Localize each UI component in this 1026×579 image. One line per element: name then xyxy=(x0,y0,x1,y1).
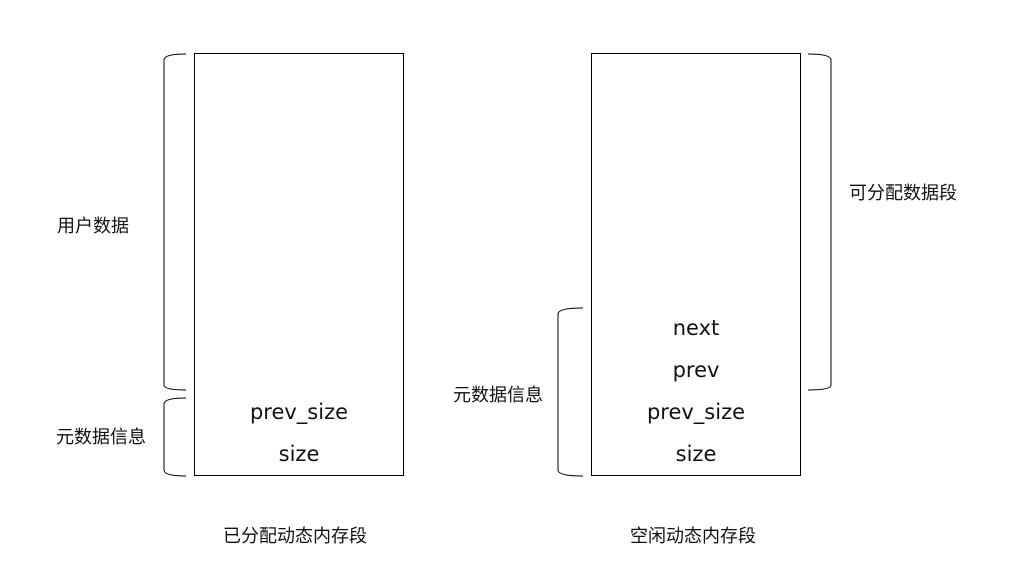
free-allocatable-block xyxy=(591,53,801,308)
allocated-field-prev-size: prev_size xyxy=(194,391,404,434)
allocated-field-size: size xyxy=(194,433,404,476)
free-caption: 空闲动态内存段 xyxy=(630,526,756,547)
allocatable-brace xyxy=(807,53,832,391)
free-field-prev-size: prev_size xyxy=(591,391,801,434)
allocatable-label: 可分配数据段 xyxy=(849,183,957,204)
free-field-size: size xyxy=(591,433,801,476)
user-data-label: 用户数据 xyxy=(57,216,129,237)
allocated-user-data-block xyxy=(194,53,404,392)
metadata-brace-free xyxy=(557,307,584,477)
free-field-next: next xyxy=(591,307,801,350)
free-field-prev: prev xyxy=(591,349,801,392)
metadata-brace-allocated xyxy=(163,397,187,477)
user-data-brace xyxy=(163,53,187,391)
allocated-caption: 已分配动态内存段 xyxy=(223,526,367,547)
allocated-metadata-label: 元数据信息 xyxy=(56,427,146,448)
free-metadata-label: 元数据信息 xyxy=(453,385,543,406)
